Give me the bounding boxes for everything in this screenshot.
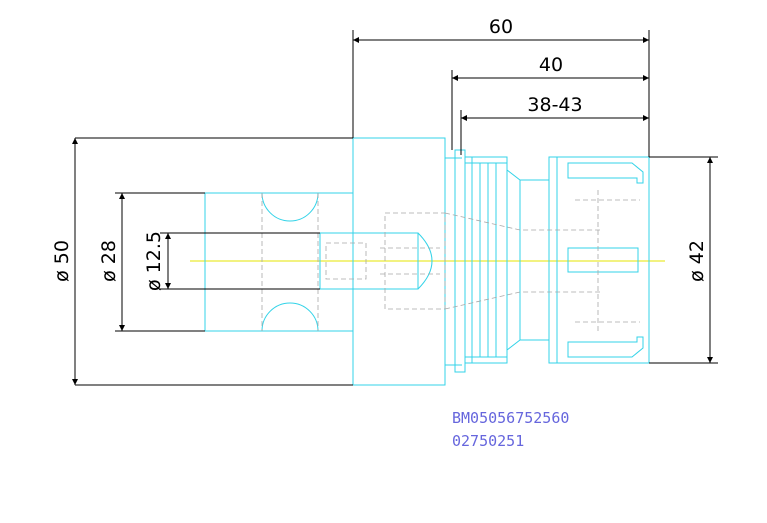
dimension-lines <box>72 30 718 386</box>
cross-hole-bottom <box>261 302 319 332</box>
dim-label-40: 40 <box>539 54 563 76</box>
groove-body <box>464 156 508 364</box>
dim-label-dia12-5: ø 12.5 <box>143 231 165 291</box>
dim-label-dia28: ø 28 <box>98 240 120 282</box>
dim-label-dia42: ø 42 <box>686 240 708 282</box>
part-outline <box>204 137 650 386</box>
part-code-1: BM05056752560 <box>452 409 569 427</box>
neck <box>506 169 549 351</box>
collet-nut <box>548 156 650 364</box>
part-code-2: 02750251 <box>452 432 524 450</box>
dim-label-60: 60 <box>489 16 513 38</box>
dim-label-dia50: ø 50 <box>51 240 73 282</box>
dim-label-38-43: 38-43 <box>527 94 582 116</box>
inner-bore <box>319 232 419 290</box>
nut-slot <box>567 247 639 273</box>
shank <box>204 192 354 332</box>
cross-hole-top <box>261 192 319 222</box>
